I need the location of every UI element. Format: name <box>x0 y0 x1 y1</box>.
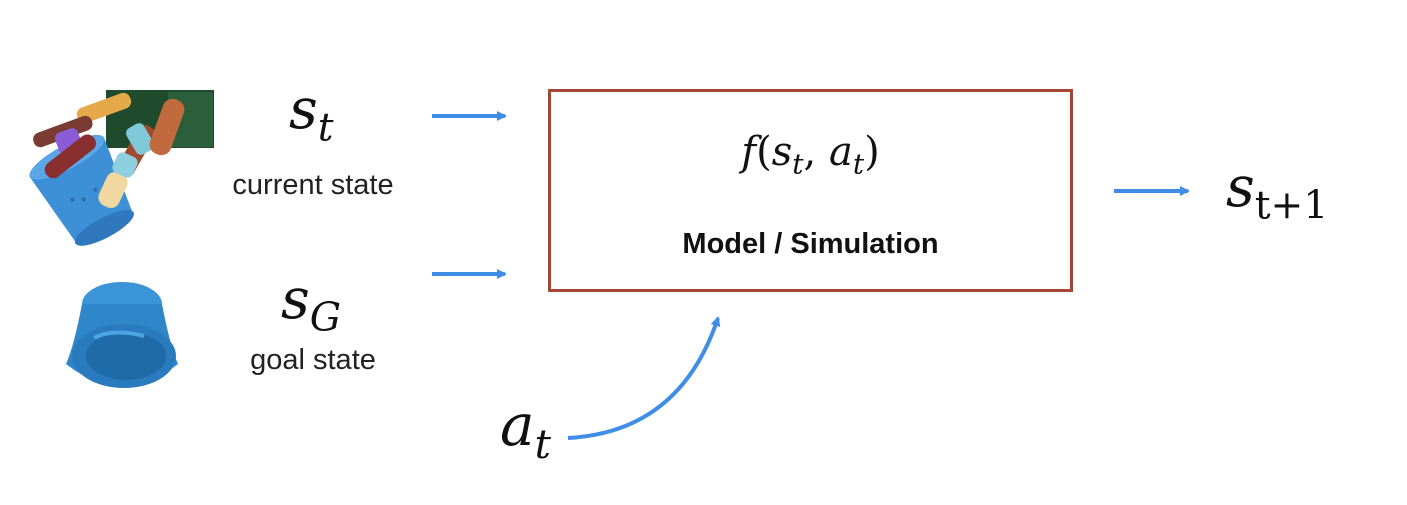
model-function: f(st, at) <box>741 129 880 181</box>
robot-hand-with-cup-icon <box>29 90 214 246</box>
action-arrow <box>567 316 721 440</box>
next-state-symbol: st+1 <box>1226 155 1329 229</box>
current-state-symbol: st <box>289 77 334 151</box>
model-box: f(st, at) Model / Simulation <box>548 89 1073 292</box>
action-symbol: at <box>500 391 551 468</box>
goal-state-symbol: sG <box>281 267 342 341</box>
current-state-caption: current state <box>232 169 394 201</box>
model-label: Model / Simulation <box>682 228 939 260</box>
goal-state-caption: goal state <box>250 344 376 376</box>
blue-cup-icon <box>66 282 178 388</box>
